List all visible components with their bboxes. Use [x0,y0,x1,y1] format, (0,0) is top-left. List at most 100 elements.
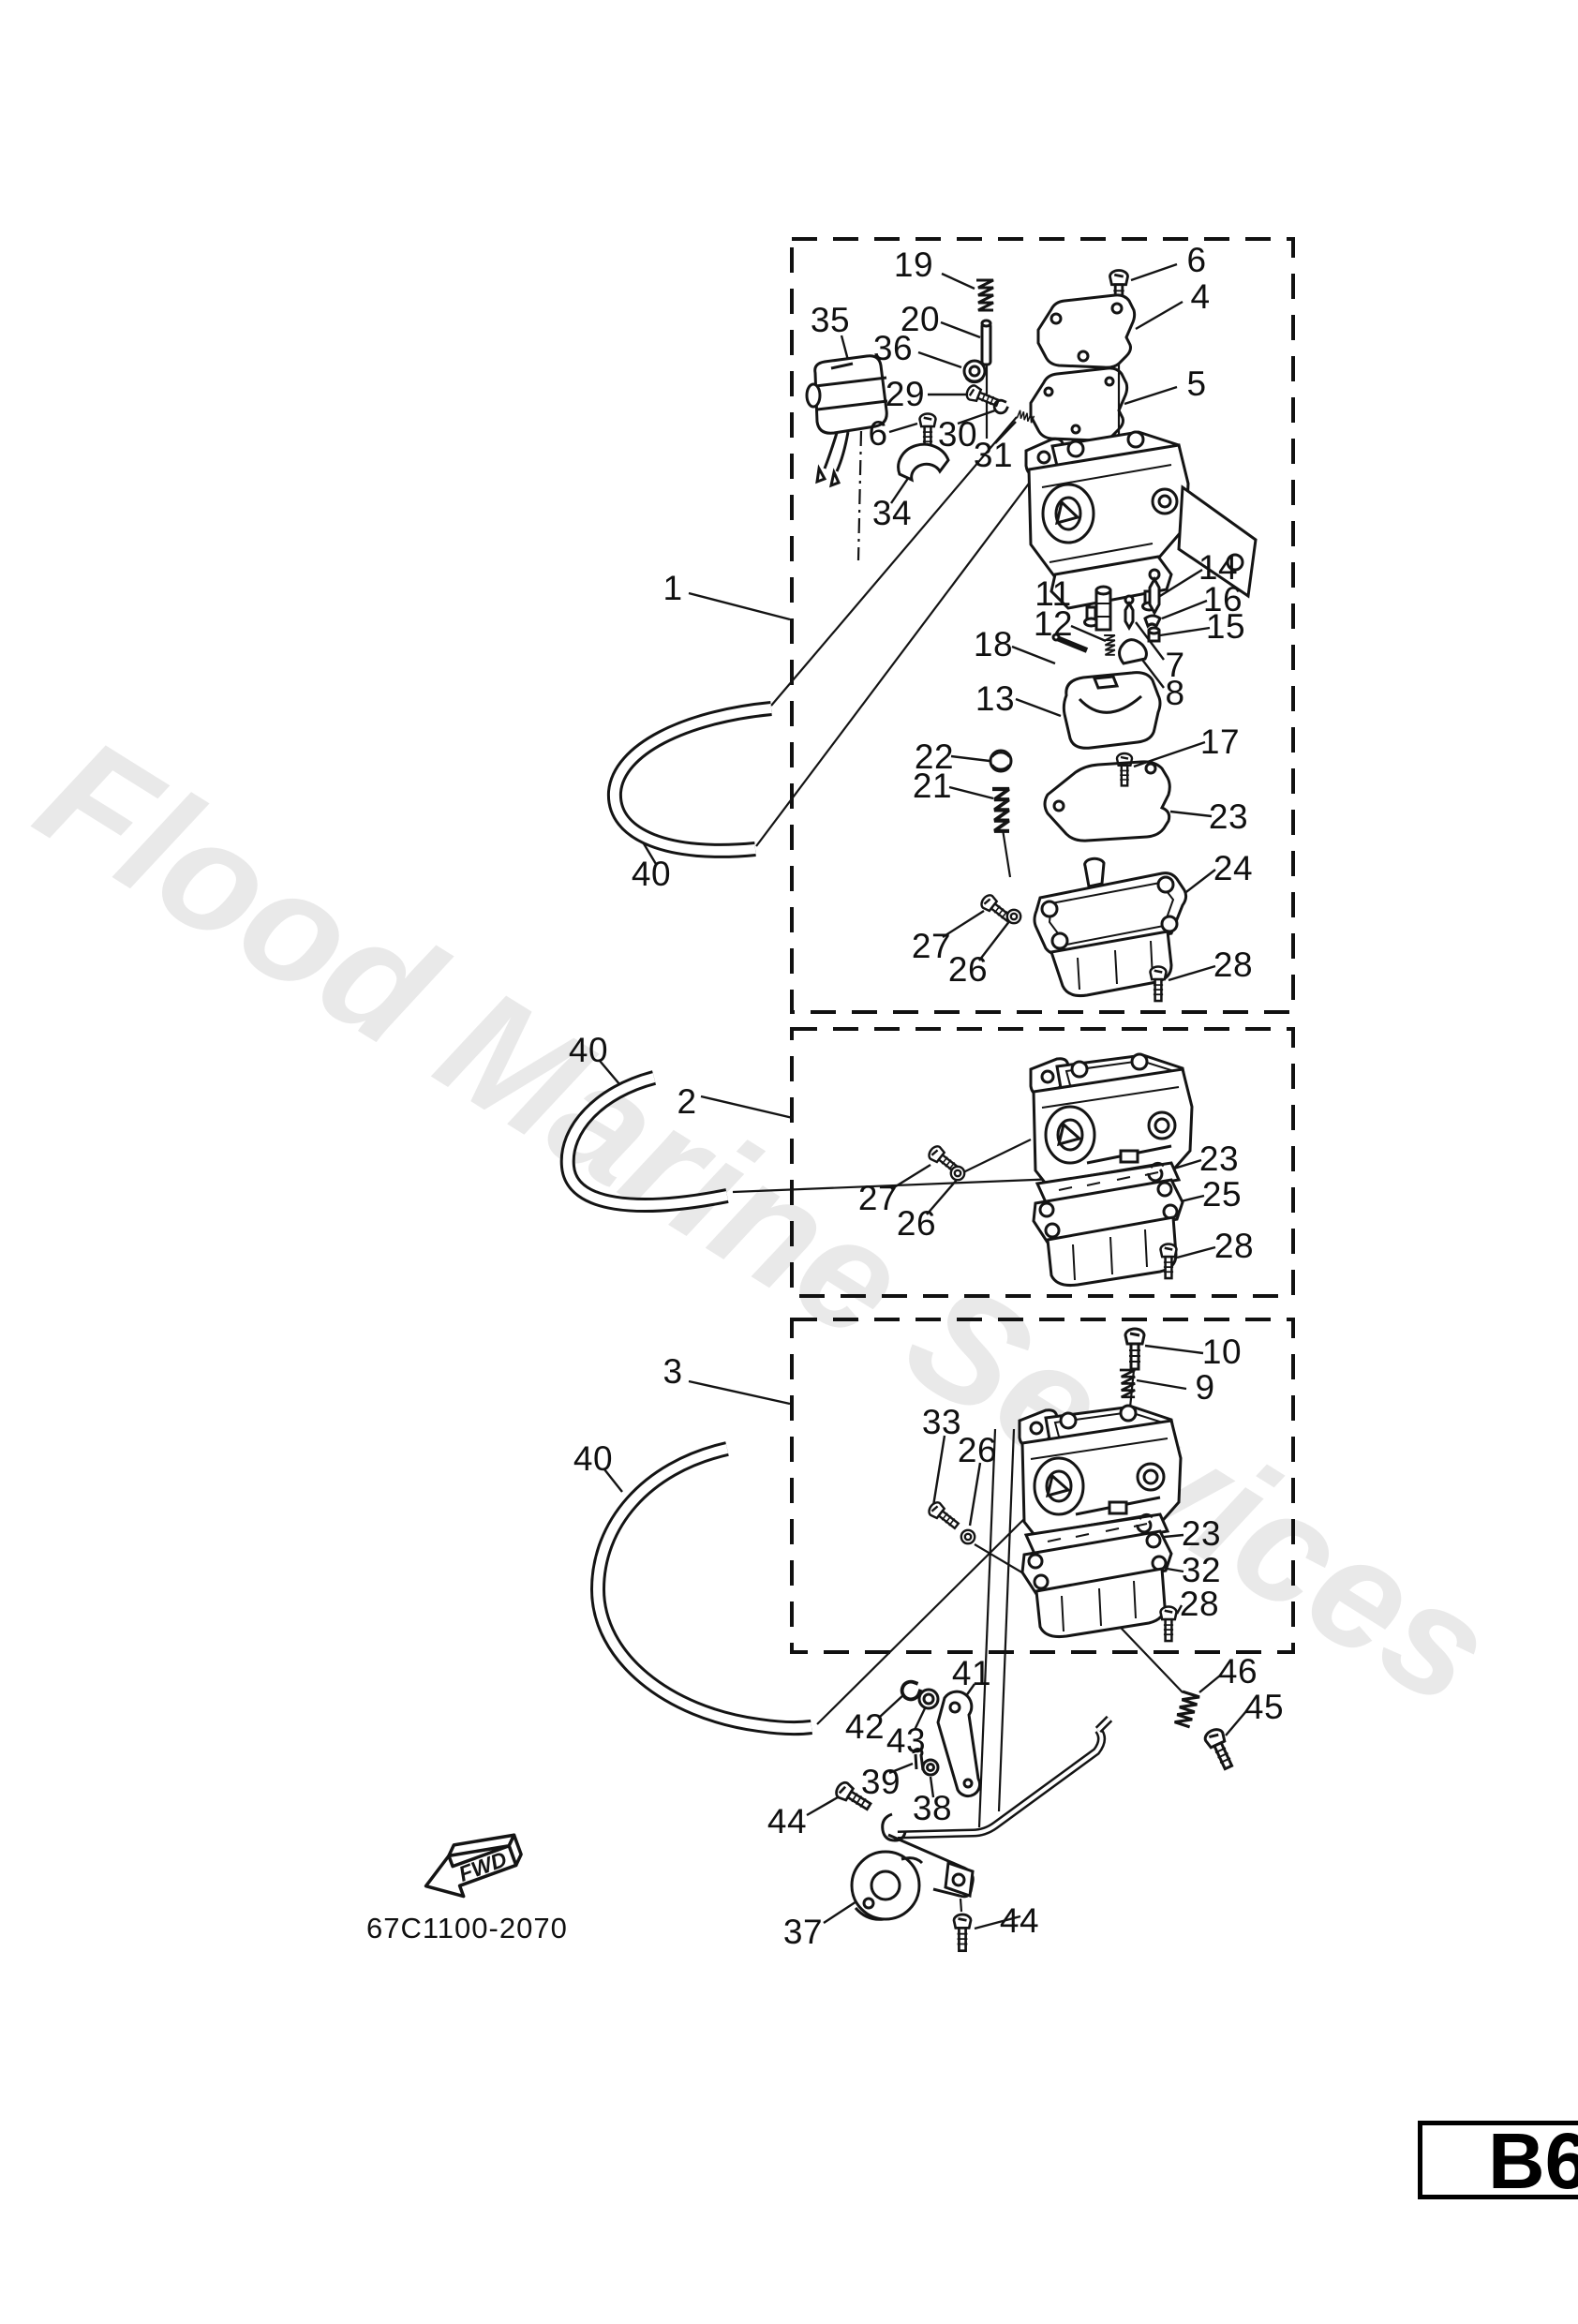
callout-27: 27 [857,1179,899,1217]
callout-4: 4 [1190,277,1211,316]
callout-17: 17 [1199,723,1241,761]
callout-36: 36 [872,329,914,367]
screw-6-left [918,412,937,450]
callout-23: 23 [1198,1140,1240,1178]
callout-39: 39 [860,1763,901,1801]
throttle-control-37 [850,1812,975,1921]
callout-6: 6 [1186,241,1207,279]
callout-8: 8 [1165,674,1185,712]
carburetor-assembly-3 [1018,1404,1183,1639]
callout-41: 41 [951,1654,992,1692]
screw-33 [925,1498,962,1533]
cotter-pin-39 [912,1748,925,1771]
callout-6: 6 [868,414,888,453]
diagram-code: 67C1100-2070 [366,1912,568,1944]
callout-31: 31 [973,436,1014,474]
callout-33: 33 [921,1403,962,1441]
callout-27: 27 [911,927,952,965]
washer-26-c [960,1528,976,1545]
screw-44-b [952,1913,973,1953]
callout-19: 19 [893,246,934,284]
callout-15: 15 [1205,607,1246,646]
callout-28: 28 [1179,1585,1220,1623]
needle-valve-14 [1148,568,1161,617]
washer-26 [1005,908,1022,925]
screw-28-c [1159,1605,1178,1643]
washer-26-b [949,1165,966,1182]
page-tag-label: B6 [1488,2117,1578,2205]
callout-12: 12 [1033,604,1074,643]
callout-5: 5 [1186,365,1207,403]
callout-28: 28 [1213,946,1254,984]
callout-13: 13 [975,679,1016,718]
cover-plate-4 [1036,293,1137,369]
callout-32: 32 [1181,1551,1222,1589]
callout-28: 28 [1213,1227,1255,1265]
callout-11: 11 [1035,574,1072,613]
spring-12 [1103,634,1116,656]
solenoid-35 [805,354,888,488]
retainer-34 [897,442,950,483]
valve-seat-15 [1147,626,1161,643]
callout-44: 44 [999,1901,1040,1940]
callout-44: 44 [767,1802,808,1840]
group-box-carburetor-2 [790,1027,1295,1298]
callout-16: 16 [1202,580,1243,618]
group-box-carburetor-1 [790,237,1295,1014]
callout-23: 23 [1181,1514,1222,1553]
callout-10: 10 [1201,1333,1243,1371]
callout-24: 24 [1213,849,1254,887]
carburetor-1-exploded [805,269,1258,1003]
callout-34: 34 [871,494,913,532]
callout-23: 23 [1208,797,1249,836]
callout-26: 26 [957,1431,998,1469]
gasket-23 [1043,760,1171,842]
callout-9: 9 [1195,1368,1215,1407]
lever-41 [936,1690,982,1798]
callout-35: 35 [810,301,851,339]
hose-40-b [559,1070,729,1213]
page-tag-box: B6 [1418,2117,1578,2205]
callout-22: 22 [914,737,955,776]
callout-42: 42 [844,1707,886,1746]
nozzle-11 [1094,585,1112,632]
callout-46: 46 [1217,1652,1258,1691]
rod-20 [980,319,992,366]
spring-21 [992,789,1009,831]
cap-8 [1118,638,1148,665]
pin-18 [1051,633,1089,653]
screw-45 [1201,1725,1239,1773]
spring-46 [1171,1690,1201,1729]
callout-20: 20 [900,300,941,338]
throttle-linkage [832,1676,1239,1953]
washer-36 [962,359,987,384]
float-bowl-24 [1033,857,1188,997]
gasket-5 [1029,366,1129,442]
callout-38: 38 [912,1789,953,1827]
screw-17 [1115,752,1134,787]
plug-22 [989,749,1013,773]
callout-3: 3 [662,1352,683,1391]
callout-43: 43 [886,1721,927,1760]
callout-14: 14 [1198,548,1239,587]
callout-21: 21 [912,767,953,805]
callout-1: 1 [662,569,683,607]
callout-40: 40 [568,1031,609,1069]
callout-45: 45 [1243,1688,1285,1726]
fwd-arrow-icon: FWD [424,1833,523,1899]
carburetor-assembly-2 [1029,1052,1194,1287]
washer-43 [917,1688,940,1710]
callout-26: 26 [947,950,989,989]
callout-40: 40 [573,1439,614,1478]
callout-30: 30 [937,415,978,454]
callout-37: 37 [782,1913,824,1951]
callout-40: 40 [631,855,672,893]
needle-7 [1124,594,1135,632]
washer-38 [921,1758,940,1777]
group-box-carburetor-3 [790,1318,1295,1654]
hose-40-c [589,1441,812,1736]
callout-2: 2 [677,1082,697,1121]
callout-7: 7 [1165,646,1185,684]
